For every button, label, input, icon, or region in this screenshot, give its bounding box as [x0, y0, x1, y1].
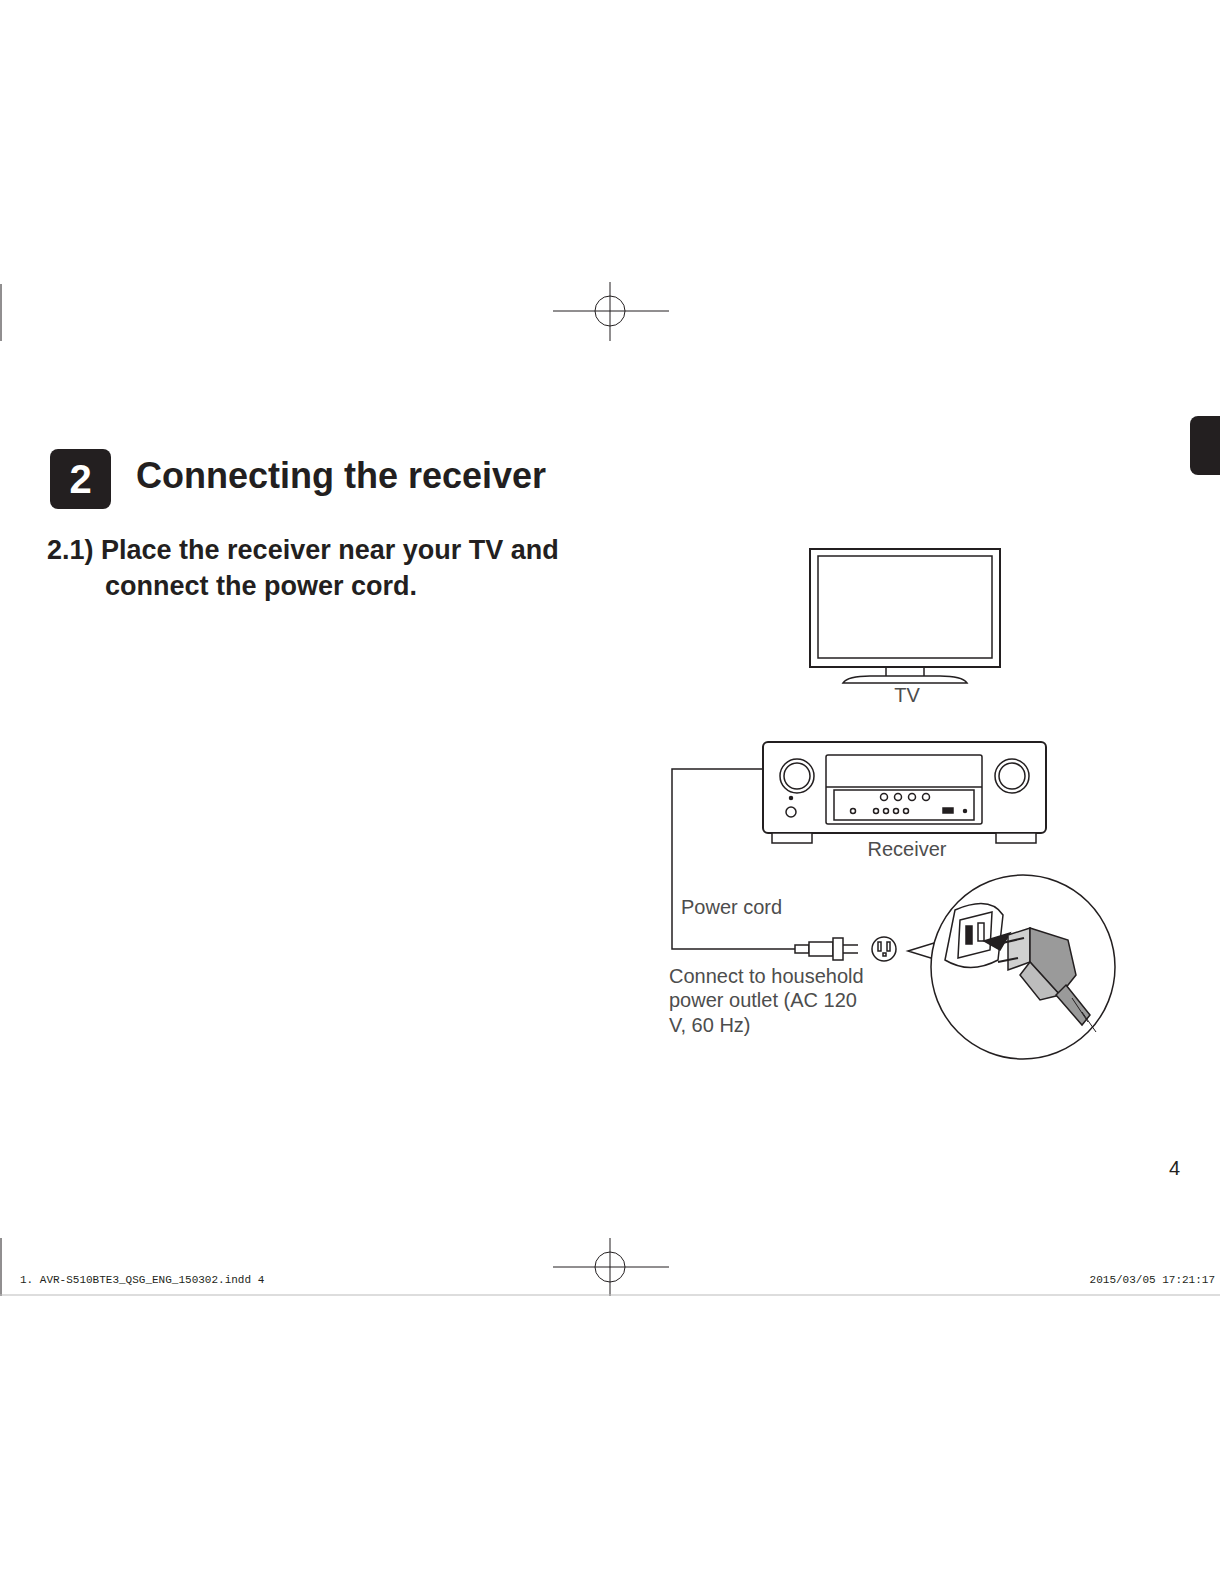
- tv-drawing: [810, 549, 1000, 683]
- part-name: Receiver: [837, 836, 977, 863]
- plug-callout: [908, 875, 1115, 1059]
- file-name: 1. AVR-S510BTE3_QSG_ENG_150302.indd 4: [20, 1273, 420, 1288]
- print-date: 2015/03/05 17:21:17: [1010, 1273, 1215, 1288]
- part-name: Power cord: [681, 894, 821, 921]
- note: Connect to household power outlet (AC 12…: [669, 964, 874, 1037]
- crop-mark: [0, 282, 1220, 1296]
- power-cord-drawing: [672, 769, 896, 961]
- side-tab: [1190, 416, 1220, 475]
- step-heading: 2.1) Place the receiver near your TV and…: [47, 532, 647, 605]
- section-number-box: 2: [50, 449, 111, 509]
- receiver-drawing: [763, 742, 1046, 843]
- section-title: Connecting the receiver: [136, 455, 546, 497]
- page-number: 4: [1150, 1155, 1180, 1182]
- section-number: 2: [69, 459, 91, 499]
- part-name: TV: [857, 682, 957, 709]
